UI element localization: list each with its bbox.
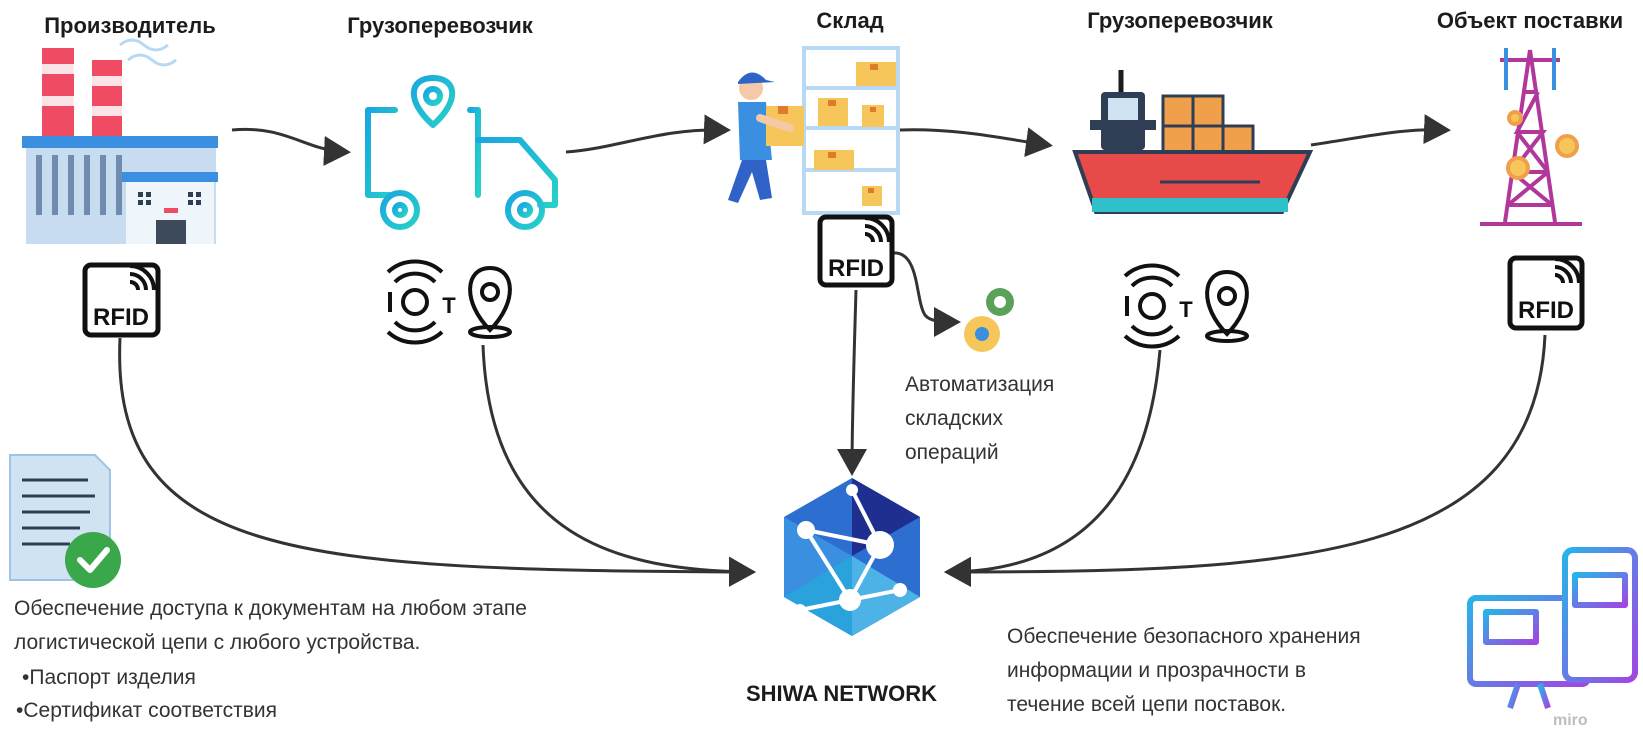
svg-text:RFID: RFID	[1518, 297, 1574, 324]
flow-arrows	[231, 114, 1451, 166]
automation-label: Автоматизация складских операций	[905, 368, 1054, 470]
arrow-rfid2-network	[837, 289, 868, 476]
arrow-rfid3-network	[944, 334, 1547, 587]
factory-icon	[22, 38, 218, 244]
right-note-line-1: Обеспечение безопасного хранения	[1007, 625, 1361, 648]
arrow-ship-tower	[1310, 114, 1451, 147]
document-list: Паспорт изделия Сертификат соответствия	[16, 661, 277, 727]
arrow-iot2-network	[944, 349, 1162, 587]
svg-text:RFID: RFID	[828, 255, 884, 282]
iot-gps-icon-1: T	[386, 259, 512, 345]
ship-icon	[1072, 70, 1314, 214]
tower-icon	[1480, 48, 1582, 226]
network-label: SHIWA NETWORK	[746, 681, 938, 706]
rfid-badge-3: RFID	[1507, 255, 1585, 331]
svg-text:T: T	[442, 293, 456, 318]
network-arrows	[118, 251, 1547, 587]
gears-icon	[964, 288, 1014, 352]
automation-line-3: операций	[905, 441, 999, 464]
left-note-line-1: Обеспечение доступа к документам на любо…	[14, 597, 527, 620]
document-check-icon	[9, 454, 121, 588]
arrow-warehouse-ship	[899, 127, 1053, 158]
right-note: Обеспечение безопасного хранения информа…	[1007, 620, 1361, 722]
stage-label-producer: Производитель	[44, 13, 216, 38]
arrow-rfid1-network	[118, 337, 756, 587]
arrow-rfid2-automation	[891, 251, 961, 337]
arrow-carrier-warehouse	[565, 114, 731, 154]
iot-gps-icon-2: T	[1123, 263, 1249, 349]
right-note-line-2: информации и прозрачности в	[1007, 659, 1307, 682]
automation-line-2: складских	[905, 407, 1004, 430]
shiwa-network-icon	[784, 478, 920, 636]
truck-icon	[365, 75, 558, 230]
stage-label-carrier-1: Грузоперевозчик	[347, 13, 533, 38]
stage-label-warehouse: Склад	[816, 8, 884, 33]
rfid-badge-1: RFID	[82, 262, 161, 338]
arrow-producer-carrier	[231, 127, 351, 166]
stage-label-destination: Объект поставки	[1436, 8, 1624, 33]
devices-icon	[1467, 547, 1638, 713]
arrow-iot1-network	[481, 344, 756, 587]
document-list-item: Сертификат соответствия	[16, 694, 277, 727]
warehouse-icon	[728, 46, 900, 215]
automation-line-1: Автоматизация	[905, 373, 1055, 396]
miro-watermark: miro	[1553, 712, 1588, 729]
document-list-item: Паспорт изделия	[16, 661, 277, 694]
right-note-line-3: течение всей цепи поставок.	[1007, 693, 1287, 716]
left-note: Обеспечение доступа к документам на любо…	[14, 592, 527, 660]
svg-text:T: T	[1179, 297, 1193, 322]
svg-text:RFID: RFID	[93, 304, 149, 331]
left-note-line-2: логистической цепи с любого устройства.	[14, 631, 421, 654]
stage-label-carrier-2: Грузоперевозчик	[1087, 8, 1273, 33]
rfid-badge-2: RFID	[817, 214, 895, 288]
